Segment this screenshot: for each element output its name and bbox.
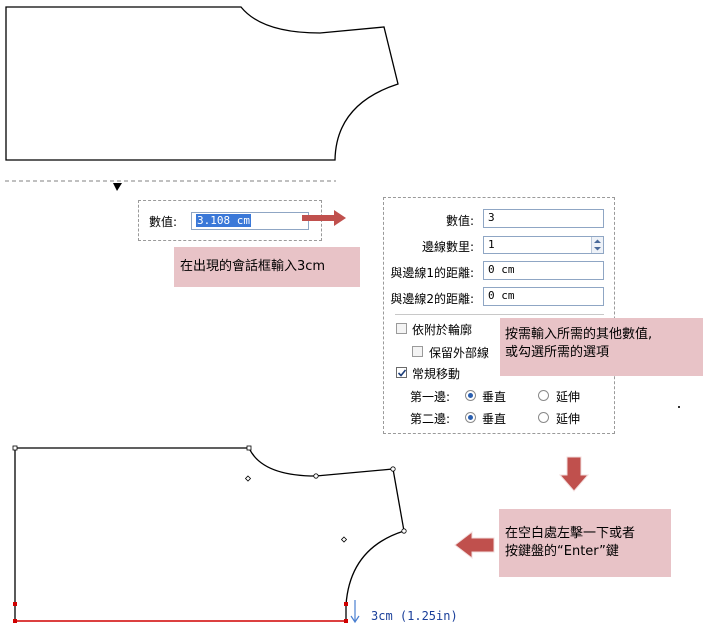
pattern-shape-bottom	[12, 445, 407, 624]
attach-contour-label: 依附於輪廓	[412, 323, 473, 337]
cursor-icon	[113, 183, 122, 191]
keep-outer-lines-label: 保留外部線	[429, 346, 490, 360]
edge-count-value: 1	[488, 238, 495, 251]
attach-contour-checkbox[interactable]	[396, 323, 407, 334]
side1-extend-label: 延伸	[556, 390, 581, 404]
instruction-note-2: 按需輸入所需的其他數值, 或勾選所需的選項	[500, 318, 703, 376]
edge-count-label: 邊線數里:	[421, 240, 474, 254]
instruction-note-3-line1: 在空白處左擊一下或者	[505, 526, 636, 541]
value-dialog: 數值: 3.108 cm	[138, 200, 322, 241]
side2-vertical-label: 垂直	[482, 412, 507, 426]
distance2-label: 與邊線2的距離:	[390, 292, 474, 306]
side2-extend-radio[interactable]	[538, 412, 549, 423]
right-arrow-icon	[302, 210, 346, 226]
side2-extend-label: 延伸	[556, 412, 581, 426]
value-dialog-input[interactable]: 3.108 cm	[191, 212, 309, 230]
red-point-handle	[13, 602, 17, 606]
instruction-note-3: 在空白處左擊一下或者 按鍵盤的“Enter”鍵	[499, 509, 671, 577]
side1-label: 第一邊:	[410, 390, 451, 404]
distance1-label: 與邊線1的距離:	[390, 266, 474, 280]
options-panel: 數值: 3 邊線數里: 1 與邊線1的距離: 0 cm 與邊線2的距離: 0 c…	[383, 197, 615, 434]
side1-extend-radio[interactable]	[538, 390, 549, 401]
side1-vertical-label: 垂直	[482, 390, 507, 404]
control-point	[244, 475, 252, 482]
down-arrow-icon	[558, 456, 590, 492]
measure-label: 3cm (1.25in)	[371, 609, 458, 623]
value-dialog-label: 數值:	[149, 215, 178, 229]
red-point-handle	[13, 619, 17, 623]
red-point-handle	[344, 619, 348, 623]
distance1-input[interactable]: 0 cm	[483, 261, 604, 280]
side1-vertical-radio[interactable]	[465, 390, 476, 401]
value-dialog-input-selected-text: 3.108 cm	[196, 214, 251, 227]
control-point	[340, 536, 348, 543]
point-handle	[390, 466, 396, 472]
instruction-note-1: 在出現的會話框輸入3cm	[174, 247, 360, 287]
check-icon	[397, 369, 407, 377]
regular-move-checkbox[interactable]	[396, 367, 407, 378]
value-input[interactable]: 3	[483, 209, 604, 228]
point-handle	[313, 473, 319, 479]
spinner-arrows-icon	[594, 239, 601, 251]
panel-separator	[395, 314, 604, 315]
point-handle	[246, 445, 252, 451]
pattern-outline-bottom	[15, 447, 405, 606]
edge-count-input[interactable]: 1	[483, 236, 604, 254]
measure-arrow-icon	[350, 600, 360, 624]
stray-dot	[678, 406, 680, 408]
point-handle	[12, 445, 18, 451]
edge-count-spinner[interactable]	[591, 237, 603, 253]
keep-outer-lines-checkbox[interactable]	[412, 346, 423, 357]
point-handle	[401, 528, 407, 534]
regular-move-label: 常規移動	[412, 367, 461, 381]
instruction-note-2-line2: 或勾選所需的選項	[505, 345, 610, 360]
instruction-note-2-line1: 按需輸入所需的其他數值,	[505, 327, 653, 342]
instruction-note-3-line2: 按鍵盤的“Enter”鍵	[505, 544, 619, 559]
pattern-outline-top	[5, 6, 399, 161]
side2-vertical-radio[interactable]	[465, 412, 476, 423]
value-label: 數值:	[445, 214, 474, 228]
side2-label: 第二邊:	[410, 412, 451, 426]
distance2-input[interactable]: 0 cm	[483, 287, 604, 306]
left-arrow-icon	[454, 531, 495, 559]
pattern-shape-top	[5, 6, 399, 191]
red-point-handle	[344, 602, 348, 606]
